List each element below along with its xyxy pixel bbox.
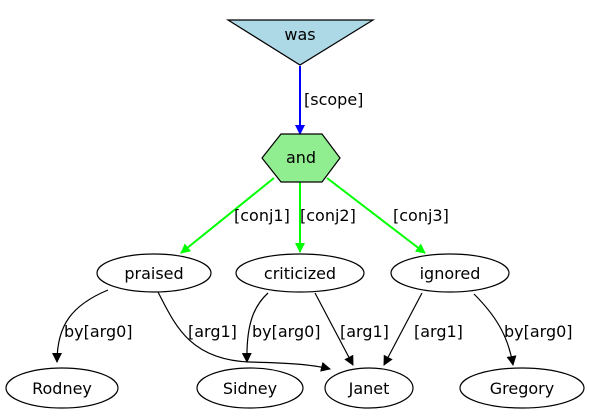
node-was-shape	[225, 19, 376, 66]
node-janet[interactable]: Janet	[324, 367, 414, 409]
node-was[interactable]: was	[225, 19, 376, 66]
node-and-label: and	[286, 148, 316, 167]
nodes: was and praised criticized ignored Rodne…	[5, 19, 585, 409]
node-praised-label: praised	[124, 264, 183, 283]
node-and-shape	[261, 133, 341, 183]
node-rodney-label: Rodney	[32, 379, 92, 398]
node-criticized-shape	[235, 253, 365, 293]
node-rodney[interactable]: Rodney	[5, 367, 119, 409]
node-praised[interactable]: praised	[96, 253, 212, 293]
node-criticized-label: criticized	[264, 264, 336, 283]
node-sidney-label: Sidney	[223, 379, 277, 398]
node-gregory[interactable]: Gregory	[459, 367, 585, 409]
node-ignored-shape	[390, 253, 510, 293]
edge-label-criticized-byarg0: by[arg0]	[252, 322, 321, 341]
node-gregory-shape	[459, 367, 585, 409]
edge-label-ignored-arg1: [arg1]	[414, 322, 463, 341]
node-gregory-label: Gregory	[490, 379, 554, 398]
node-was-label: was	[284, 25, 315, 44]
edge-ignored-janet	[383, 292, 423, 366]
node-ignored-label: ignored	[420, 264, 481, 283]
node-janet-label: Janet	[348, 379, 390, 398]
node-and[interactable]: and	[261, 133, 341, 183]
node-sidney[interactable]: Sidney	[196, 367, 304, 409]
node-janet-shape	[324, 367, 414, 409]
node-rodney-shape	[5, 367, 119, 409]
edges: [scope] [conj1] [conj2] [conj3] by[arg0]…	[52, 66, 573, 372]
edge-label-conj1: [conj1]	[234, 206, 290, 225]
edge-and-praised	[180, 177, 275, 254]
node-praised-shape	[96, 253, 212, 293]
edge-label-conj3: [conj3]	[393, 206, 449, 225]
edge-criticized-sidney	[241, 292, 269, 363]
edge-label-scope: [scope]	[304, 90, 363, 109]
edge-criticized-janet	[314, 292, 354, 366]
edge-and-ignored	[326, 177, 426, 254]
edge-label-criticized-arg1: [arg1]	[340, 322, 389, 341]
edge-ignored-gregory	[473, 293, 517, 366]
edge-label-praised-byarg0: by[arg0]	[64, 322, 133, 341]
node-ignored[interactable]: ignored	[390, 253, 510, 293]
node-sidney-shape	[196, 367, 304, 409]
node-criticized[interactable]: criticized	[235, 253, 365, 293]
edge-label-ignored-byarg0: by[arg0]	[504, 322, 573, 341]
edge-label-praised-arg1: [arg1]	[188, 322, 237, 341]
edge-label-conj2: [conj2]	[300, 206, 356, 225]
edge-praised-rodney	[52, 289, 109, 363]
